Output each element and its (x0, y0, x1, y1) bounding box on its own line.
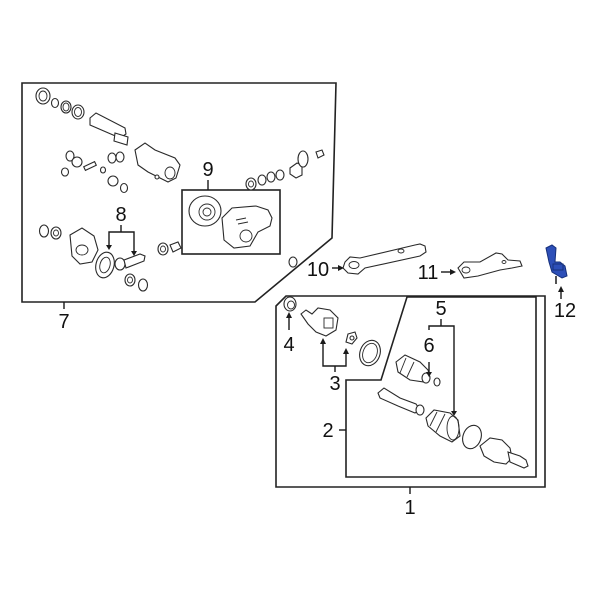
leader-12 (558, 286, 564, 299)
group-box-2 (345, 296, 537, 478)
pinion-bearing-stack (35, 87, 85, 120)
group-box-9 (181, 189, 281, 255)
seal-4 (283, 296, 297, 312)
ring-gear (95, 251, 115, 279)
leader-11 (441, 269, 456, 275)
boot-clamp-ring (462, 424, 482, 450)
group-box-7 (21, 82, 337, 303)
input-shaft (89, 112, 129, 146)
axle-tube-flange (134, 142, 181, 183)
diff-carrier-cover (188, 195, 222, 227)
small-seal (288, 256, 298, 268)
callout-3[interactable]: 3 (329, 373, 341, 395)
boot-clamp-6 (433, 377, 441, 387)
leader-5 (428, 319, 457, 416)
carrier-bearings-left (38, 224, 62, 240)
leader-8 (106, 225, 137, 256)
bracket-11 (457, 252, 523, 279)
right-output-bearings (245, 149, 325, 191)
bearings-small-left (60, 150, 129, 194)
callout-6[interactable]: 6 (423, 335, 435, 357)
cv-boot-upper (395, 354, 431, 384)
leader-3 (320, 338, 349, 372)
axle-shaft (377, 387, 425, 416)
leader-6 (426, 362, 432, 377)
outer-cv-joint (479, 437, 529, 469)
callout-9[interactable]: 9 (202, 159, 214, 181)
cv-boot-lower (425, 409, 461, 443)
callout-8[interactable]: 8 (115, 204, 127, 226)
clamp-ring (359, 339, 381, 367)
leader-10 (332, 265, 344, 271)
callout-11[interactable]: 11 (417, 262, 439, 284)
inner-cv-joint-3 (300, 307, 339, 337)
tripod-3 (345, 331, 358, 345)
callout-10[interactable]: 10 (306, 259, 330, 281)
diff-housing (221, 205, 273, 249)
callout-5[interactable]: 5 (435, 298, 447, 320)
callout-1[interactable]: 1 (404, 497, 416, 519)
callout-4[interactable]: 4 (283, 334, 295, 356)
callout-12[interactable]: 12 (553, 300, 577, 322)
bracket-10 (342, 243, 427, 275)
group-box-1 (275, 295, 546, 488)
differential-case (69, 227, 99, 265)
pinion-gear (114, 253, 146, 271)
sensor-12-highlighted[interactable] (545, 244, 568, 284)
pinion-bearings (124, 241, 182, 292)
clamp-ring-inner (362, 342, 378, 364)
callout-7[interactable]: 7 (58, 311, 70, 333)
leader-4 (286, 312, 292, 330)
callout-2[interactable]: 2 (322, 420, 334, 442)
